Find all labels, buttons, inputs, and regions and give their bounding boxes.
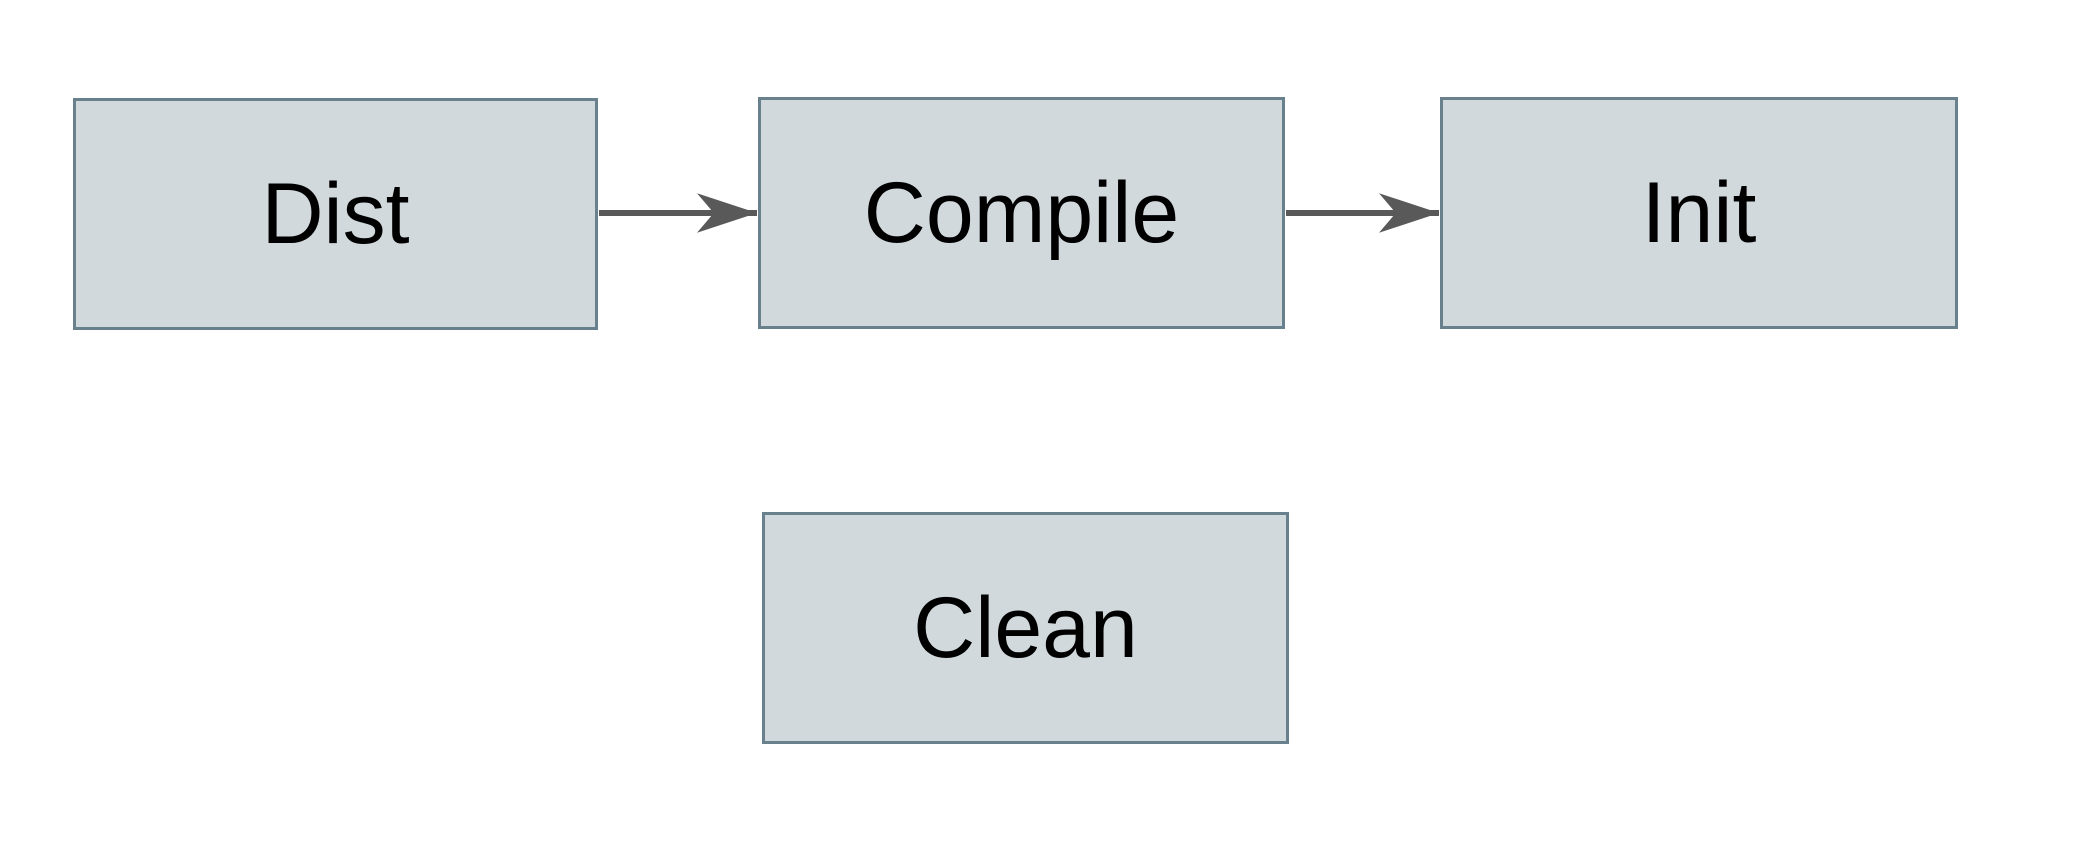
node-init-label: Init: [1641, 165, 1757, 261]
node-init[interactable]: Init: [1440, 97, 1958, 329]
node-compile-label: Compile: [863, 165, 1180, 261]
node-compile[interactable]: Compile: [758, 97, 1285, 329]
node-dist[interactable]: Dist: [73, 98, 598, 330]
node-dist-label: Dist: [261, 166, 410, 262]
node-clean[interactable]: Clean: [762, 512, 1289, 744]
node-clean-label: Clean: [913, 580, 1138, 676]
